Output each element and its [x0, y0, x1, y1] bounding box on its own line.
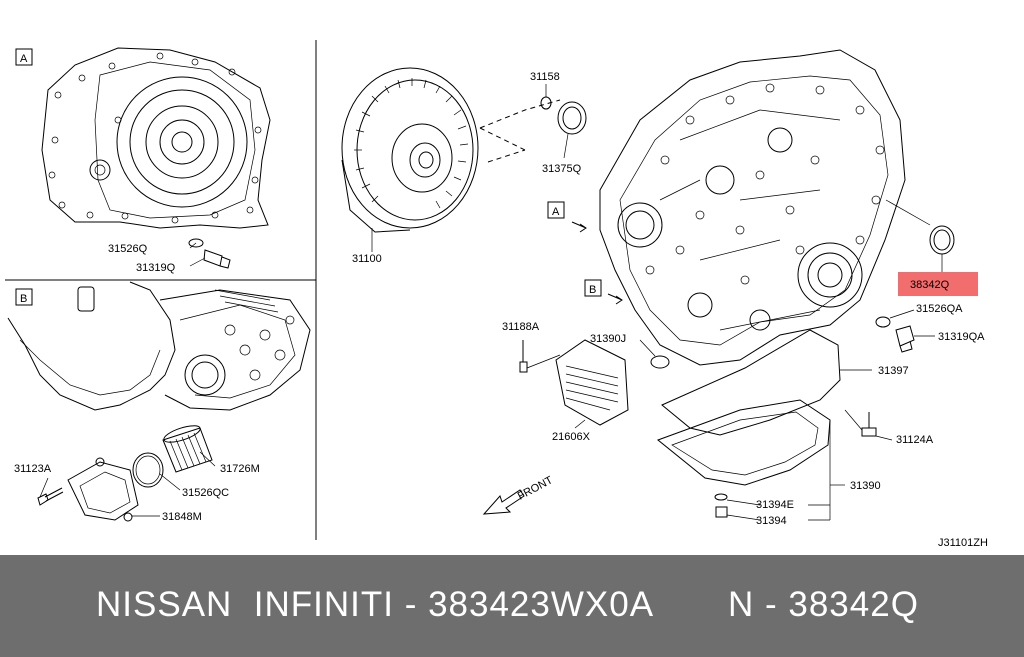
transmission-case: A B [547, 49, 906, 366]
oil-cooler: 21606X 31188A 31390J [502, 321, 670, 443]
seal-group: 31158 31375Q [479, 71, 587, 175]
label-31397: 31397 [878, 365, 909, 377]
footer-part-number: NISSAN INFINITI - 383423WX0A [96, 585, 655, 624]
label-31100: 31100 [352, 253, 382, 265]
label-31394: 31394 [756, 515, 787, 527]
label-31526qc: 31526QC [182, 487, 229, 499]
label-31319q: 31319Q [136, 262, 176, 274]
label-21606x: 21606X [552, 431, 591, 443]
output-seal: 38342Q [885, 199, 978, 296]
torque-converter: 31100 [341, 67, 479, 265]
drain-plug-group: 31526QA 31319QA [875, 303, 985, 353]
label-31188a: 31188A [502, 321, 540, 333]
label-31726m: 31726M [220, 463, 260, 475]
highlight-box [898, 272, 978, 296]
label-31158: 31158 [530, 71, 560, 83]
oil-pan: 31397 31390 31124A 31394E 31394 [656, 329, 934, 527]
label-31848m: 31848M [162, 511, 202, 523]
front-indicator: FRONT [482, 474, 555, 515]
label-31526q: 31526Q [108, 243, 148, 255]
label-38342q: 38342Q [910, 279, 950, 291]
label-front: FRONT [516, 474, 555, 503]
callout-b-tag: B [589, 284, 596, 296]
label-31319qa: 31319QA [938, 331, 985, 343]
panel-b-tag: B [20, 293, 27, 305]
panel-b: B [7, 281, 311, 523]
footer-reference: N - 38342Q [728, 585, 919, 624]
diagram-code: J31101ZH [938, 537, 988, 549]
label-31375q: 31375Q [542, 163, 582, 175]
label-31526qa: 31526QA [916, 303, 963, 315]
label-31123a: 31123A [14, 463, 52, 475]
label-31390: 31390 [850, 480, 881, 492]
parts-diagram: A 31526Q 31319Q B [5, 40, 988, 549]
panel-a-tag: A [20, 53, 28, 65]
footer-bar: NISSAN INFINITI - 383423WX0A N - 38342Q [0, 555, 1024, 657]
callout-a-tag: A [552, 206, 560, 218]
label-31124a: 31124A [896, 434, 934, 446]
panel-a: A 31526Q 31319Q [15, 47, 271, 274]
label-31390j: 31390J [590, 333, 626, 345]
label-31394e: 31394E [756, 499, 794, 511]
